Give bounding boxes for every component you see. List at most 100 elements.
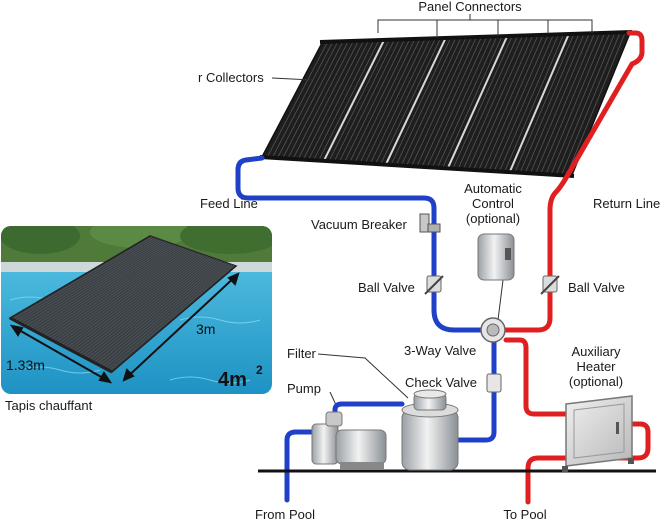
- mat-tube: [53, 248, 187, 342]
- mat-tube: [45, 246, 181, 338]
- mat-tube: [14, 237, 155, 321]
- label-automatic-control-2: Control: [472, 196, 514, 211]
- collector-tube: [380, 38, 441, 165]
- mat-tube: [76, 255, 207, 354]
- mat-tube: [81, 256, 211, 357]
- collector-tube: [442, 37, 503, 168]
- collector-tube: [550, 33, 610, 174]
- mat-tube: [106, 264, 232, 370]
- mat-tube: [37, 243, 174, 334]
- mat-tube: [86, 258, 215, 359]
- collector-tube: [375, 39, 436, 164]
- dimension-width: 1.33m: [6, 357, 45, 373]
- collector-tube: [297, 41, 359, 160]
- collector-tube: [354, 39, 415, 163]
- collector-tube: [421, 37, 482, 167]
- collector-tube: [282, 42, 343, 159]
- area-value: 4m: [218, 369, 247, 391]
- label-filter: Filter: [287, 346, 317, 361]
- mat-tube: [17, 237, 157, 323]
- dimension-arrows: [9, 272, 240, 384]
- auxiliary-heater: [562, 395, 634, 472]
- collector-tube: [432, 37, 492, 168]
- mat-tube: [73, 254, 204, 352]
- ball-valve-right: [540, 275, 560, 295]
- collector-tube: [463, 36, 523, 169]
- collector-tube: [349, 39, 410, 163]
- mat-tube: [12, 236, 153, 320]
- collector-tube: [359, 39, 420, 163]
- mat-tube: [60, 250, 194, 346]
- collector-tube: [308, 41, 369, 160]
- collector-tube: [530, 34, 590, 173]
- label-vacuum-breaker: Vacuum Breaker: [311, 217, 408, 232]
- mat-tube: [104, 263, 230, 369]
- filter-tank: [401, 389, 459, 471]
- collector-tube: [525, 34, 585, 173]
- collector-tube: [504, 35, 564, 172]
- mat-tube: [42, 245, 179, 336]
- mat-tube: [99, 262, 226, 366]
- collector-tube: [302, 41, 364, 160]
- collector-tube: [411, 37, 472, 166]
- collector-tube: [339, 40, 400, 162]
- pipes: [235, 30, 651, 505]
- collector-tube: [494, 35, 554, 171]
- label-return-line: Return Line: [593, 196, 660, 211]
- from-pool-pipe: [284, 429, 315, 503]
- area-exponent: 2: [256, 363, 263, 377]
- diagram-labels: Panel Connectors r Collectors Feed Line …: [198, 0, 660, 522]
- panel-divider: [509, 34, 570, 172]
- label-ball-valve-right: Ball Valve: [568, 280, 625, 295]
- mat-tube: [78, 256, 209, 355]
- mat-tube: [93, 260, 222, 363]
- label-from-pool: From Pool: [255, 507, 315, 522]
- collector-tube: [266, 42, 328, 158]
- label-automatic-control-3: (optional): [466, 211, 520, 226]
- collector-tube: [277, 42, 338, 159]
- collector-tube: [468, 36, 528, 170]
- collector-tube: [566, 33, 626, 175]
- vacuum-breaker: [419, 213, 441, 233]
- bottom-header-pipe: [259, 155, 575, 178]
- mat-tube: [50, 247, 185, 340]
- filter-to-valve-pipe: [455, 337, 497, 443]
- dimension-length: 3m: [196, 321, 215, 337]
- collector-tube: [313, 41, 374, 161]
- label-to-pool: To Pool: [503, 507, 546, 522]
- collector-tube: [395, 38, 456, 165]
- panel-connectors-bracket: [377, 14, 593, 38]
- mat-tube: [91, 259, 219, 362]
- label-panel-connectors: Panel Connectors: [418, 0, 522, 14]
- mat-tube: [109, 265, 235, 371]
- mat-tube: [65, 252, 198, 348]
- label-collectors: r Collectors: [198, 70, 264, 85]
- collector-tube: [452, 36, 513, 169]
- collector-tube: [556, 33, 615, 175]
- check-valve: [486, 373, 502, 393]
- feed-line-pipe: [235, 155, 483, 333]
- ball-valve-left: [424, 275, 444, 295]
- three-way-valve: [480, 317, 506, 343]
- automatic-control-unit: [477, 233, 515, 281]
- mat-tube: [35, 243, 172, 332]
- panel-divider: [385, 38, 447, 165]
- solar-collectors: [259, 30, 633, 178]
- collector-tube: [545, 33, 605, 174]
- label-pump: Pump: [287, 381, 321, 396]
- collector-tube: [483, 35, 544, 171]
- label-aux-heater-3: (optional): [569, 374, 623, 389]
- collector-tube: [473, 36, 533, 170]
- mat-tube: [30, 241, 168, 330]
- pump-to-filter-pipe: [332, 401, 405, 415]
- collector-tube: [426, 37, 487, 167]
- return-line-pipe: [503, 30, 645, 333]
- collector-tube: [519, 34, 580, 173]
- collector-tube: [287, 41, 349, 159]
- to-pool-pipe: [525, 421, 651, 505]
- mat-tube: [48, 247, 183, 339]
- mat-tube: [88, 259, 217, 361]
- mat-tube: [63, 251, 196, 347]
- collector-tube: [406, 38, 467, 166]
- collector-tube: [364, 39, 426, 164]
